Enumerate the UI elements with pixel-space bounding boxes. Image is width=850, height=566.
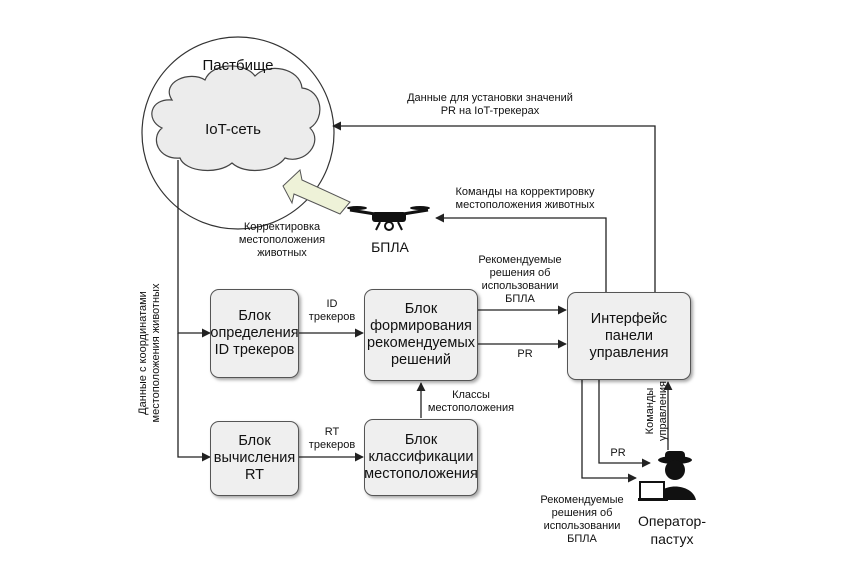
classes-label: Классы местоположения	[427, 389, 515, 414]
operator-icon	[638, 451, 696, 501]
recommended-uav-label: Рекомендуемые решения об использовании Б…	[478, 254, 562, 305]
panel-block: Интерфейс панели управления	[567, 292, 691, 380]
recommended-uav-bottom-label: Рекомендуемые решения об использовании Б…	[540, 494, 624, 545]
id-trackers-label: ID трекеров	[308, 298, 356, 323]
uav-label: БПЛА	[371, 239, 409, 255]
commands-correct-label: Команды на корректировку местоположения …	[455, 186, 595, 211]
pr-right-label: PR	[517, 348, 533, 360]
drone-icon	[347, 206, 430, 231]
edge-pr-settings	[332, 121, 656, 292]
edge-coords-rt	[177, 333, 211, 462]
rec-block: Блок формирования рекомендуемых решений	[364, 289, 478, 381]
id-block: Блок определения ID трекеров	[210, 289, 299, 378]
coords-label: Данные с координатами местоположения жив…	[137, 283, 162, 423]
correction-arrow	[282, 169, 351, 215]
edge-pr-bottom	[598, 380, 651, 468]
rt-block: Блок вычисления RT	[210, 421, 299, 496]
control-commands-label: Команды управления	[644, 381, 669, 441]
correction-label: Корректировка местоположения животных	[238, 221, 326, 259]
pr-settings-label: Данные для установки значений PR на IoT-…	[407, 92, 573, 117]
class-block: Блок классификации местоположения	[364, 419, 478, 496]
rt-trackers-label: RT трекеров	[308, 426, 356, 451]
edge-recommended-uav-bottom	[581, 380, 637, 483]
pasture-label: Пастбище	[202, 57, 274, 74]
pr-bottom-label: PR	[610, 447, 626, 459]
cloud-icon	[151, 65, 321, 172]
iot-network-label: IoT-сеть	[205, 121, 261, 138]
edge-commands-correct	[435, 213, 607, 292]
operator-label: Оператор- пастух	[637, 513, 706, 547]
